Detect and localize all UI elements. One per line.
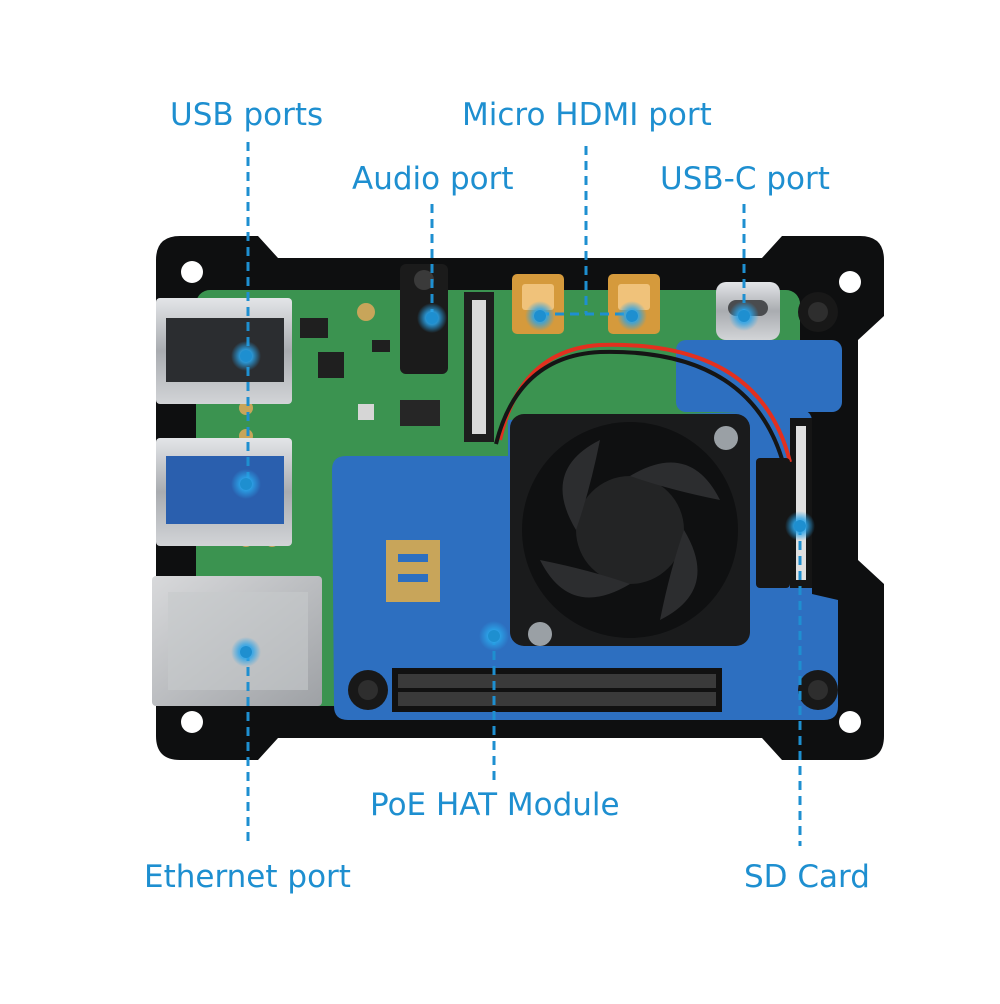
marker-dots	[231, 301, 815, 667]
label-poe-hat-module: PoE HAT Module	[370, 787, 620, 823]
case-hole	[181, 711, 203, 733]
fan-wire-black	[494, 349, 786, 467]
case-hole	[181, 261, 203, 283]
leader-micro-hdmi-port	[540, 146, 632, 316]
pcb-chip	[400, 400, 440, 426]
pcb-chip	[300, 318, 328, 338]
fan-wire-plug	[756, 458, 790, 588]
case-hole	[839, 271, 861, 293]
standoff	[358, 680, 378, 700]
leader-lines	[246, 142, 802, 846]
label-micro-hdmi-port: Micro HDMI port	[462, 97, 712, 133]
pcb-screw	[357, 303, 375, 321]
poe-hat-pad	[386, 540, 440, 602]
label-usb-c-port: USB-C port	[660, 161, 830, 197]
display-connector-slot	[796, 426, 806, 580]
label-audio-port: Audio port	[352, 161, 514, 197]
pcb-chip	[318, 352, 344, 378]
label-sd-card: SD Card	[744, 859, 870, 895]
pcb-chip	[372, 340, 390, 352]
standoff	[808, 680, 828, 700]
poe-hat-pad-cut	[398, 574, 428, 582]
fan-blades	[540, 440, 720, 620]
gpio-pins	[398, 674, 716, 706]
audio-jack-hole	[414, 270, 434, 290]
pcb-chip	[358, 404, 374, 420]
camera-connector-slot	[472, 300, 486, 434]
fan-hub	[576, 476, 684, 584]
usb-port-upper-tongue	[166, 318, 284, 382]
fan-screw	[714, 426, 738, 450]
usb-port-lower-tongue	[166, 456, 284, 524]
case-hole	[839, 711, 861, 733]
label-usb-ports: USB ports	[170, 97, 324, 133]
poe-hat-pad-cut	[398, 554, 428, 562]
poe-hat-extension	[676, 340, 842, 412]
fan-screw	[528, 622, 552, 646]
label-ethernet-port: Ethernet port	[144, 859, 351, 895]
standoff	[808, 302, 828, 322]
